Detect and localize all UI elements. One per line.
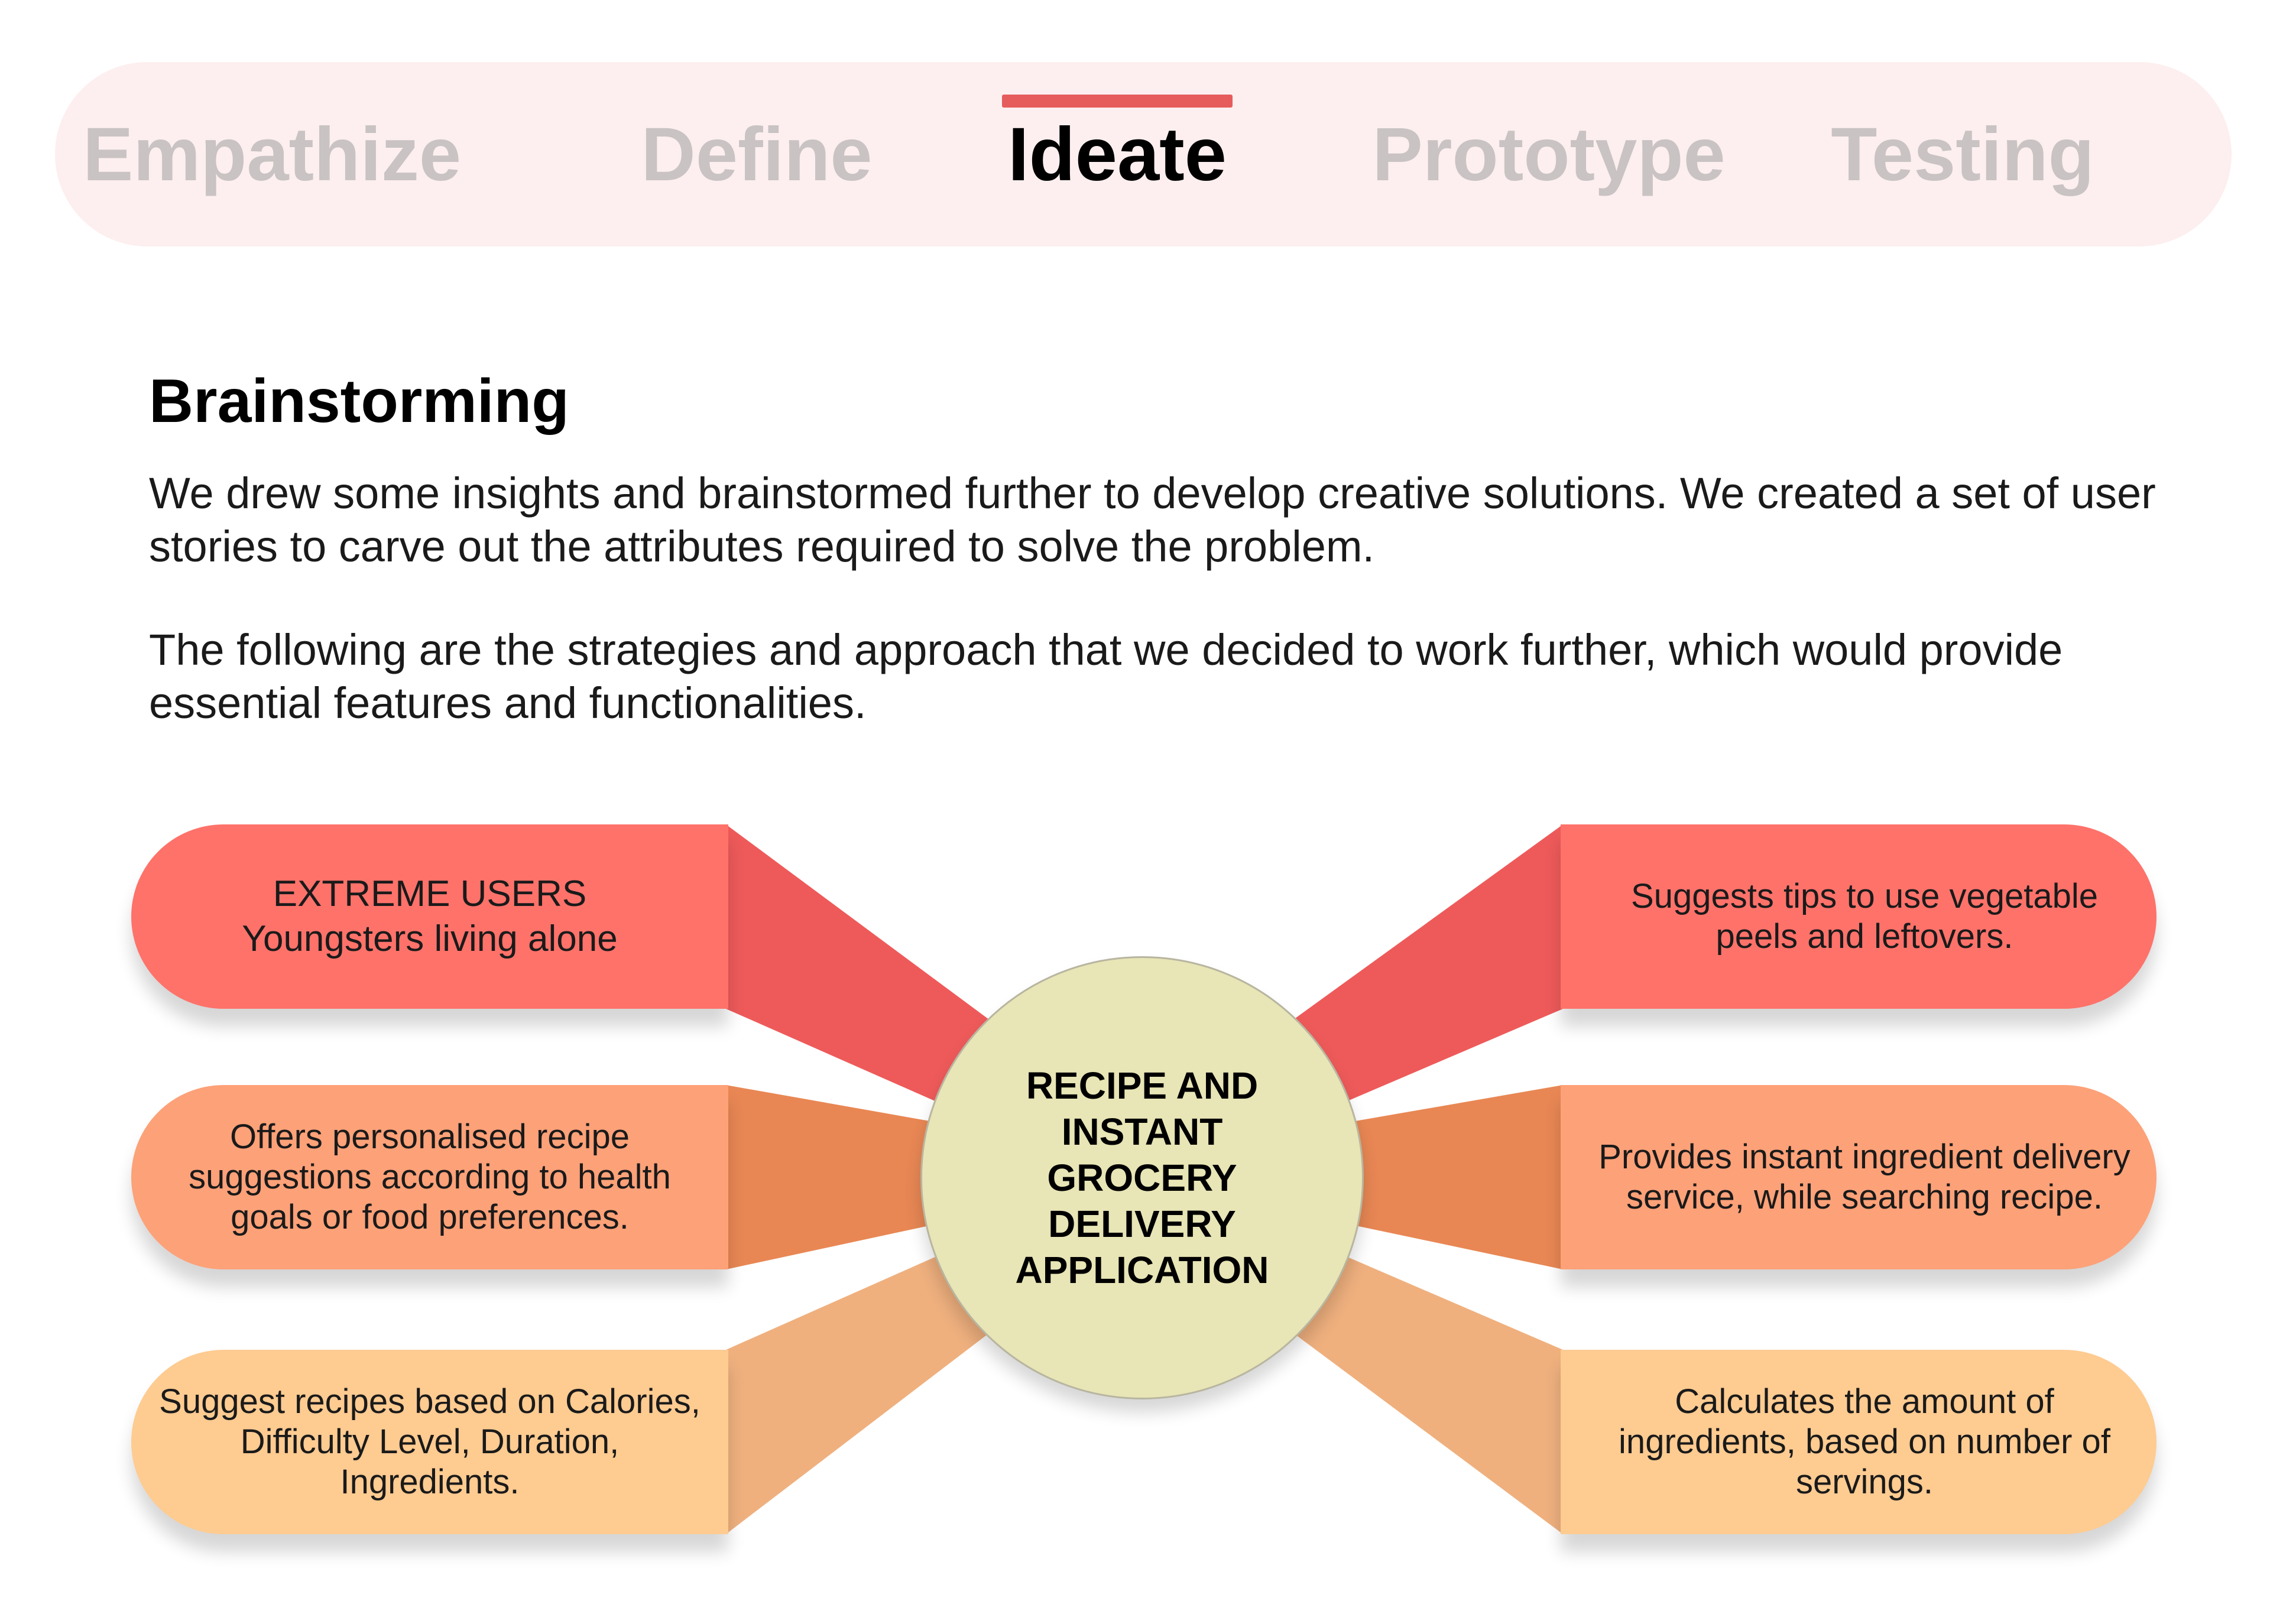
central-concept-circle: RECIPE AND INSTANT GROCERY DELIVERY APPL… [920, 956, 1364, 1399]
tab-ideate[interactable]: Ideate [999, 62, 1235, 246]
connector-left-3 [726, 1247, 1017, 1534]
tab-prototype-label: Prototype [1372, 112, 1726, 197]
tab-define[interactable]: Define [627, 62, 887, 246]
tab-testing[interactable]: Testing [1815, 62, 2110, 246]
idea-personalised-recipes: Offers personalised recipe suggestions a… [131, 1085, 728, 1269]
idea-peel-tips: Suggests tips to use vegetable peels and… [1561, 824, 2156, 1009]
central-concept-label: RECIPE AND INSTANT GROCERY DELIVERY APPL… [1015, 1064, 1269, 1291]
tab-empathize-label: Empathize [82, 112, 462, 197]
strategy-paragraph: The following are the strategies and app… [149, 625, 2063, 727]
idea-extreme-users: EXTREME USERS Youngsters living alone [131, 824, 728, 1009]
tab-ideate-label: Ideate [1008, 112, 1227, 197]
idea-instant-delivery-text: Provides instant ingredient delivery ser… [1598, 1138, 2130, 1216]
idea-extreme-users-heading: EXTREME USERS [273, 873, 587, 914]
tab-testing-label: Testing [1831, 112, 2094, 197]
idea-servings-calculator-text: Calculates the amount of ingredients, ba… [1619, 1382, 2110, 1501]
connector-right-1 [1265, 824, 1563, 1111]
connector-right-2 [1345, 1085, 1563, 1269]
idea-instant-delivery: Provides instant ingredient delivery ser… [1561, 1085, 2156, 1269]
connector-left-2 [726, 1085, 940, 1269]
section-title: Brainstorming [149, 367, 569, 436]
idea-extreme-users-detail: Youngsters living alone [242, 918, 618, 959]
idea-personalised-recipes-text: Offers personalised recipe suggestions a… [189, 1118, 671, 1236]
connector-left-1 [726, 824, 1017, 1111]
active-tab-indicator [1002, 95, 1233, 108]
idea-servings-calculator: Calculates the amount of ingredients, ba… [1561, 1350, 2156, 1534]
connector-right-3 [1265, 1247, 1563, 1534]
tab-empathize[interactable]: Empathize [83, 62, 461, 246]
tab-prototype[interactable]: Prototype [1354, 62, 1744, 246]
idea-recipe-filters: Suggest recipes based on Calories, Diffi… [131, 1350, 728, 1534]
stage-tab-bar [55, 62, 2232, 246]
intro-paragraph: We drew some insights and brainstormed f… [149, 469, 2156, 571]
idea-peel-tips-text: Suggests tips to use vegetable peels and… [1631, 877, 2098, 956]
idea-recipe-filters-text: Suggest recipes based on Calories, Diffi… [159, 1382, 701, 1501]
tab-define-label: Define [641, 112, 873, 197]
